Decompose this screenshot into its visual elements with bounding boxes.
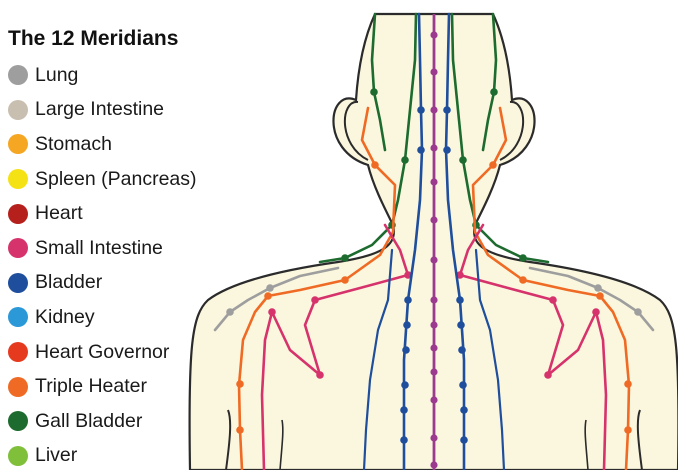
legend-item: Stomach <box>8 127 197 162</box>
legend-swatch <box>8 65 28 85</box>
triple-heater-point <box>236 380 244 388</box>
bladder-point <box>459 381 467 389</box>
legend-swatch <box>8 100 28 120</box>
legend-item: Bladder <box>8 266 197 301</box>
governing-vessel-point <box>430 256 437 263</box>
triple-heater-point <box>341 276 349 284</box>
legend-swatch <box>8 204 28 224</box>
legend-label: Lung <box>35 64 78 87</box>
triple-heater-point <box>519 276 527 284</box>
legend-item: Liver <box>8 439 197 473</box>
governing-vessel-point <box>430 178 437 185</box>
triple-heater-point <box>624 426 632 434</box>
bladder-point <box>460 406 468 414</box>
legend-label: Triple Heater <box>35 375 147 398</box>
triple-heater-point <box>624 380 632 388</box>
bladder-point <box>400 436 408 444</box>
governing-vessel-point <box>430 106 437 113</box>
gall-bladder-point <box>459 156 467 164</box>
gall-bladder-point <box>401 156 409 164</box>
legend-swatch <box>8 446 28 466</box>
gall-bladder-point <box>341 254 349 262</box>
bladder-point <box>417 106 425 114</box>
legend-label: Spleen (Pancreas) <box>35 168 197 191</box>
governing-vessel-point <box>430 434 437 441</box>
legend-swatch <box>8 411 28 431</box>
governing-vessel-point <box>430 396 437 403</box>
bladder-point <box>417 146 425 154</box>
lung-point <box>266 284 274 292</box>
triple-heater-point <box>596 292 604 300</box>
legend-item: Heart Governor <box>8 335 197 370</box>
legend-swatch <box>8 134 28 154</box>
triple-heater-point <box>264 292 272 300</box>
legend-label: Bladder <box>35 271 102 294</box>
legend-swatch <box>8 307 28 327</box>
bladder-point <box>404 296 412 304</box>
lung-point <box>594 284 602 292</box>
legend-label: Liver <box>35 444 77 467</box>
small-intestine-point <box>544 371 552 379</box>
legend-item: Heart <box>8 196 197 231</box>
bladder-point <box>443 146 451 154</box>
lung-point <box>226 308 234 316</box>
bladder-point <box>457 321 465 329</box>
governing-vessel-point <box>430 296 437 303</box>
triple-heater-point <box>236 426 244 434</box>
gall-bladder-point <box>490 88 498 96</box>
legend-item: Gall Bladder <box>8 404 197 439</box>
diagram-title: The 12 Meridians <box>8 26 197 52</box>
legend-swatch <box>8 377 28 397</box>
governing-vessel-point <box>430 144 437 151</box>
legend-swatch <box>8 342 28 362</box>
small-intestine-point <box>592 308 600 316</box>
bladder-point <box>401 381 409 389</box>
legend-swatch <box>8 238 28 258</box>
bladder-point <box>443 106 451 114</box>
legend-label: Heart <box>35 202 83 225</box>
legend-item: Small Intestine <box>8 231 197 266</box>
governing-vessel-point <box>430 368 437 375</box>
governing-vessel-point <box>430 344 437 351</box>
legend-item: Spleen (Pancreas) <box>8 162 197 197</box>
legend-label: Stomach <box>35 133 112 156</box>
bladder-point <box>400 406 408 414</box>
bladder-point <box>403 321 411 329</box>
legend-swatch <box>8 273 28 293</box>
bladder-point <box>402 346 410 354</box>
bladder-point <box>460 436 468 444</box>
triple-heater-point <box>371 161 379 169</box>
gall-bladder-point <box>370 88 378 96</box>
gall-bladder-point <box>519 254 527 262</box>
governing-vessel-point <box>430 461 437 468</box>
bladder-point <box>456 296 464 304</box>
governing-vessel-point <box>430 68 437 75</box>
governing-vessel-point <box>430 216 437 223</box>
lung-point <box>634 308 642 316</box>
legend-label: Gall Bladder <box>35 410 142 433</box>
triple-heater-point <box>489 161 497 169</box>
governing-vessel-point <box>430 31 437 38</box>
legend-label: Large Intestine <box>35 98 164 121</box>
legend-label: Kidney <box>35 306 95 329</box>
small-intestine-point <box>311 296 319 304</box>
governing-vessel-point <box>430 321 437 328</box>
bladder-point <box>458 346 466 354</box>
legend-item: Triple Heater <box>8 369 197 404</box>
legend-item: Kidney <box>8 300 197 335</box>
legend-item: Lung <box>8 58 197 93</box>
legend-list: Lung Large Intestine Stomach Spleen (Pan… <box>8 58 197 473</box>
legend-label: Small Intestine <box>35 237 163 260</box>
small-intestine-point <box>316 371 324 379</box>
small-intestine-point <box>549 296 557 304</box>
legend-label: Heart Governor <box>35 341 169 364</box>
legend-swatch <box>8 169 28 189</box>
small-intestine-point <box>268 308 276 316</box>
legend-item: Large Intestine <box>8 93 197 128</box>
legend: The 12 Meridians Lung Large Intestine St… <box>8 26 197 473</box>
